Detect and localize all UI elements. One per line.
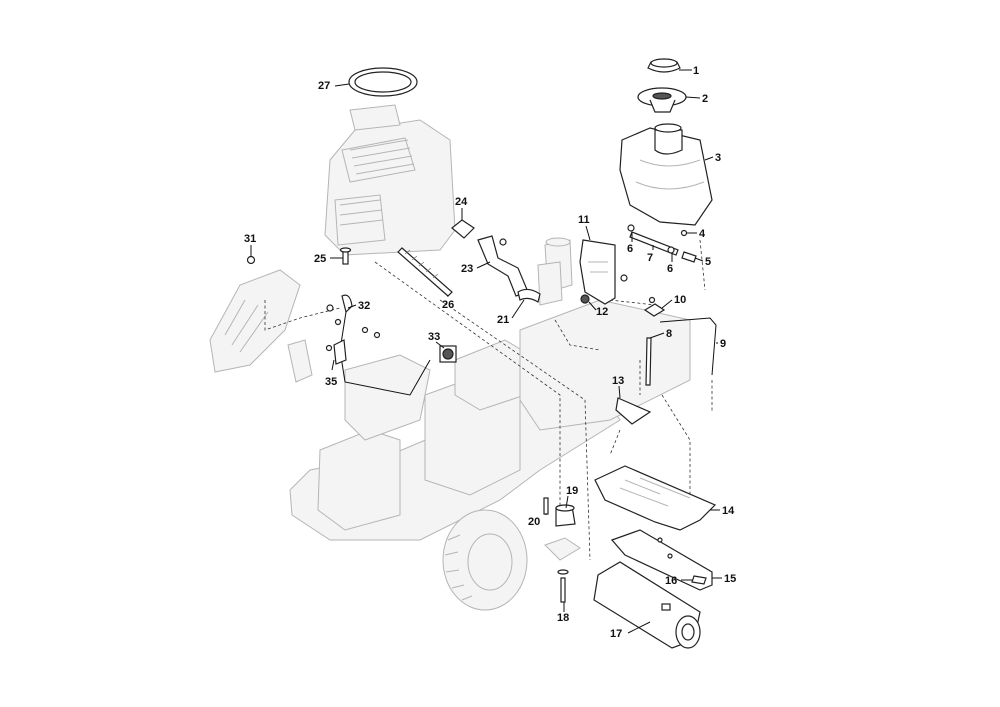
- part-10-nut: [648, 296, 656, 304]
- callout-10: 10: [674, 294, 686, 306]
- part-14-muffler-guard: [594, 465, 717, 531]
- ghost-machine: [209, 104, 691, 611]
- callout-20: 20: [528, 516, 540, 528]
- part-16-bolt: [691, 575, 707, 585]
- assembly-lines: [264, 239, 713, 561]
- callout-32: 32: [358, 300, 370, 312]
- filter-canisters: [537, 237, 573, 306]
- part-26-rod: [397, 247, 453, 297]
- callout-7: 7: [647, 252, 653, 264]
- part-7-fuel-line: [627, 224, 679, 256]
- part-3-fuel-tank: [619, 123, 713, 226]
- callout-6b: 6: [667, 263, 673, 275]
- callout-2: 2: [702, 93, 708, 105]
- part-27-gasket-ring: [348, 67, 418, 97]
- callout-25: 25: [314, 253, 326, 265]
- callout-16: 16: [665, 575, 677, 587]
- part-11-bracket-plate: [579, 239, 628, 305]
- part-12-grommet: [580, 294, 590, 304]
- leader-lines: [250, 69, 722, 634]
- callout-13: 13: [612, 375, 624, 387]
- callout-17: 17: [610, 628, 622, 640]
- callout-9: 9: [720, 338, 726, 350]
- part-1-fuel-cap: [647, 58, 681, 73]
- part-13-heat-shield: [615, 397, 652, 425]
- callout-26: 26: [442, 299, 454, 311]
- callout-19: 19: [566, 485, 578, 497]
- callout-12: 12: [596, 306, 608, 318]
- part-18-stud: [557, 569, 569, 603]
- callout-21: 21: [497, 314, 509, 326]
- callout-35: 35: [325, 376, 337, 388]
- part-24-gasket: [451, 219, 475, 239]
- callout-24: 24: [455, 196, 468, 208]
- part-35-cable-fitting: [325, 339, 347, 365]
- callout-1: 1: [693, 65, 699, 77]
- callout-31: 31: [244, 233, 256, 245]
- callout-6a: 6: [627, 243, 633, 255]
- part-19-mount: [544, 504, 581, 561]
- part-8-rod: [645, 337, 652, 386]
- part-33-decal: [439, 345, 457, 363]
- part-5-clamp: [681, 251, 697, 263]
- part-23-exhaust-pipe: [477, 235, 529, 297]
- part-9-cable: [659, 317, 717, 376]
- callout-14: 14: [722, 505, 735, 517]
- part-25-bolt: [339, 247, 352, 265]
- part-17-muffler: [593, 561, 701, 649]
- part-2-filler-strainer: [637, 87, 687, 113]
- callout-3: 3: [715, 152, 721, 164]
- part-31-nut: [246, 255, 256, 265]
- part-10-clip: [643, 303, 666, 317]
- callout-27: 27: [318, 80, 330, 92]
- callout-labels: 1 2 3 4 5 6 6 7 8 9 10 11 12 13 14 15 16…: [244, 65, 736, 640]
- callout-15: 15: [724, 573, 736, 585]
- callout-8: 8: [666, 328, 672, 340]
- callout-33: 33: [428, 331, 440, 343]
- part-21-clamp: [517, 288, 541, 303]
- callout-23: 23: [461, 263, 473, 275]
- callout-4: 4: [699, 228, 706, 240]
- part-15-muffler-bracket: [610, 529, 713, 591]
- callout-18: 18: [557, 612, 569, 624]
- part-4-fitting: [680, 229, 688, 237]
- callout-5: 5: [705, 256, 711, 268]
- callout-11: 11: [578, 214, 590, 226]
- part-20-pin: [543, 497, 549, 515]
